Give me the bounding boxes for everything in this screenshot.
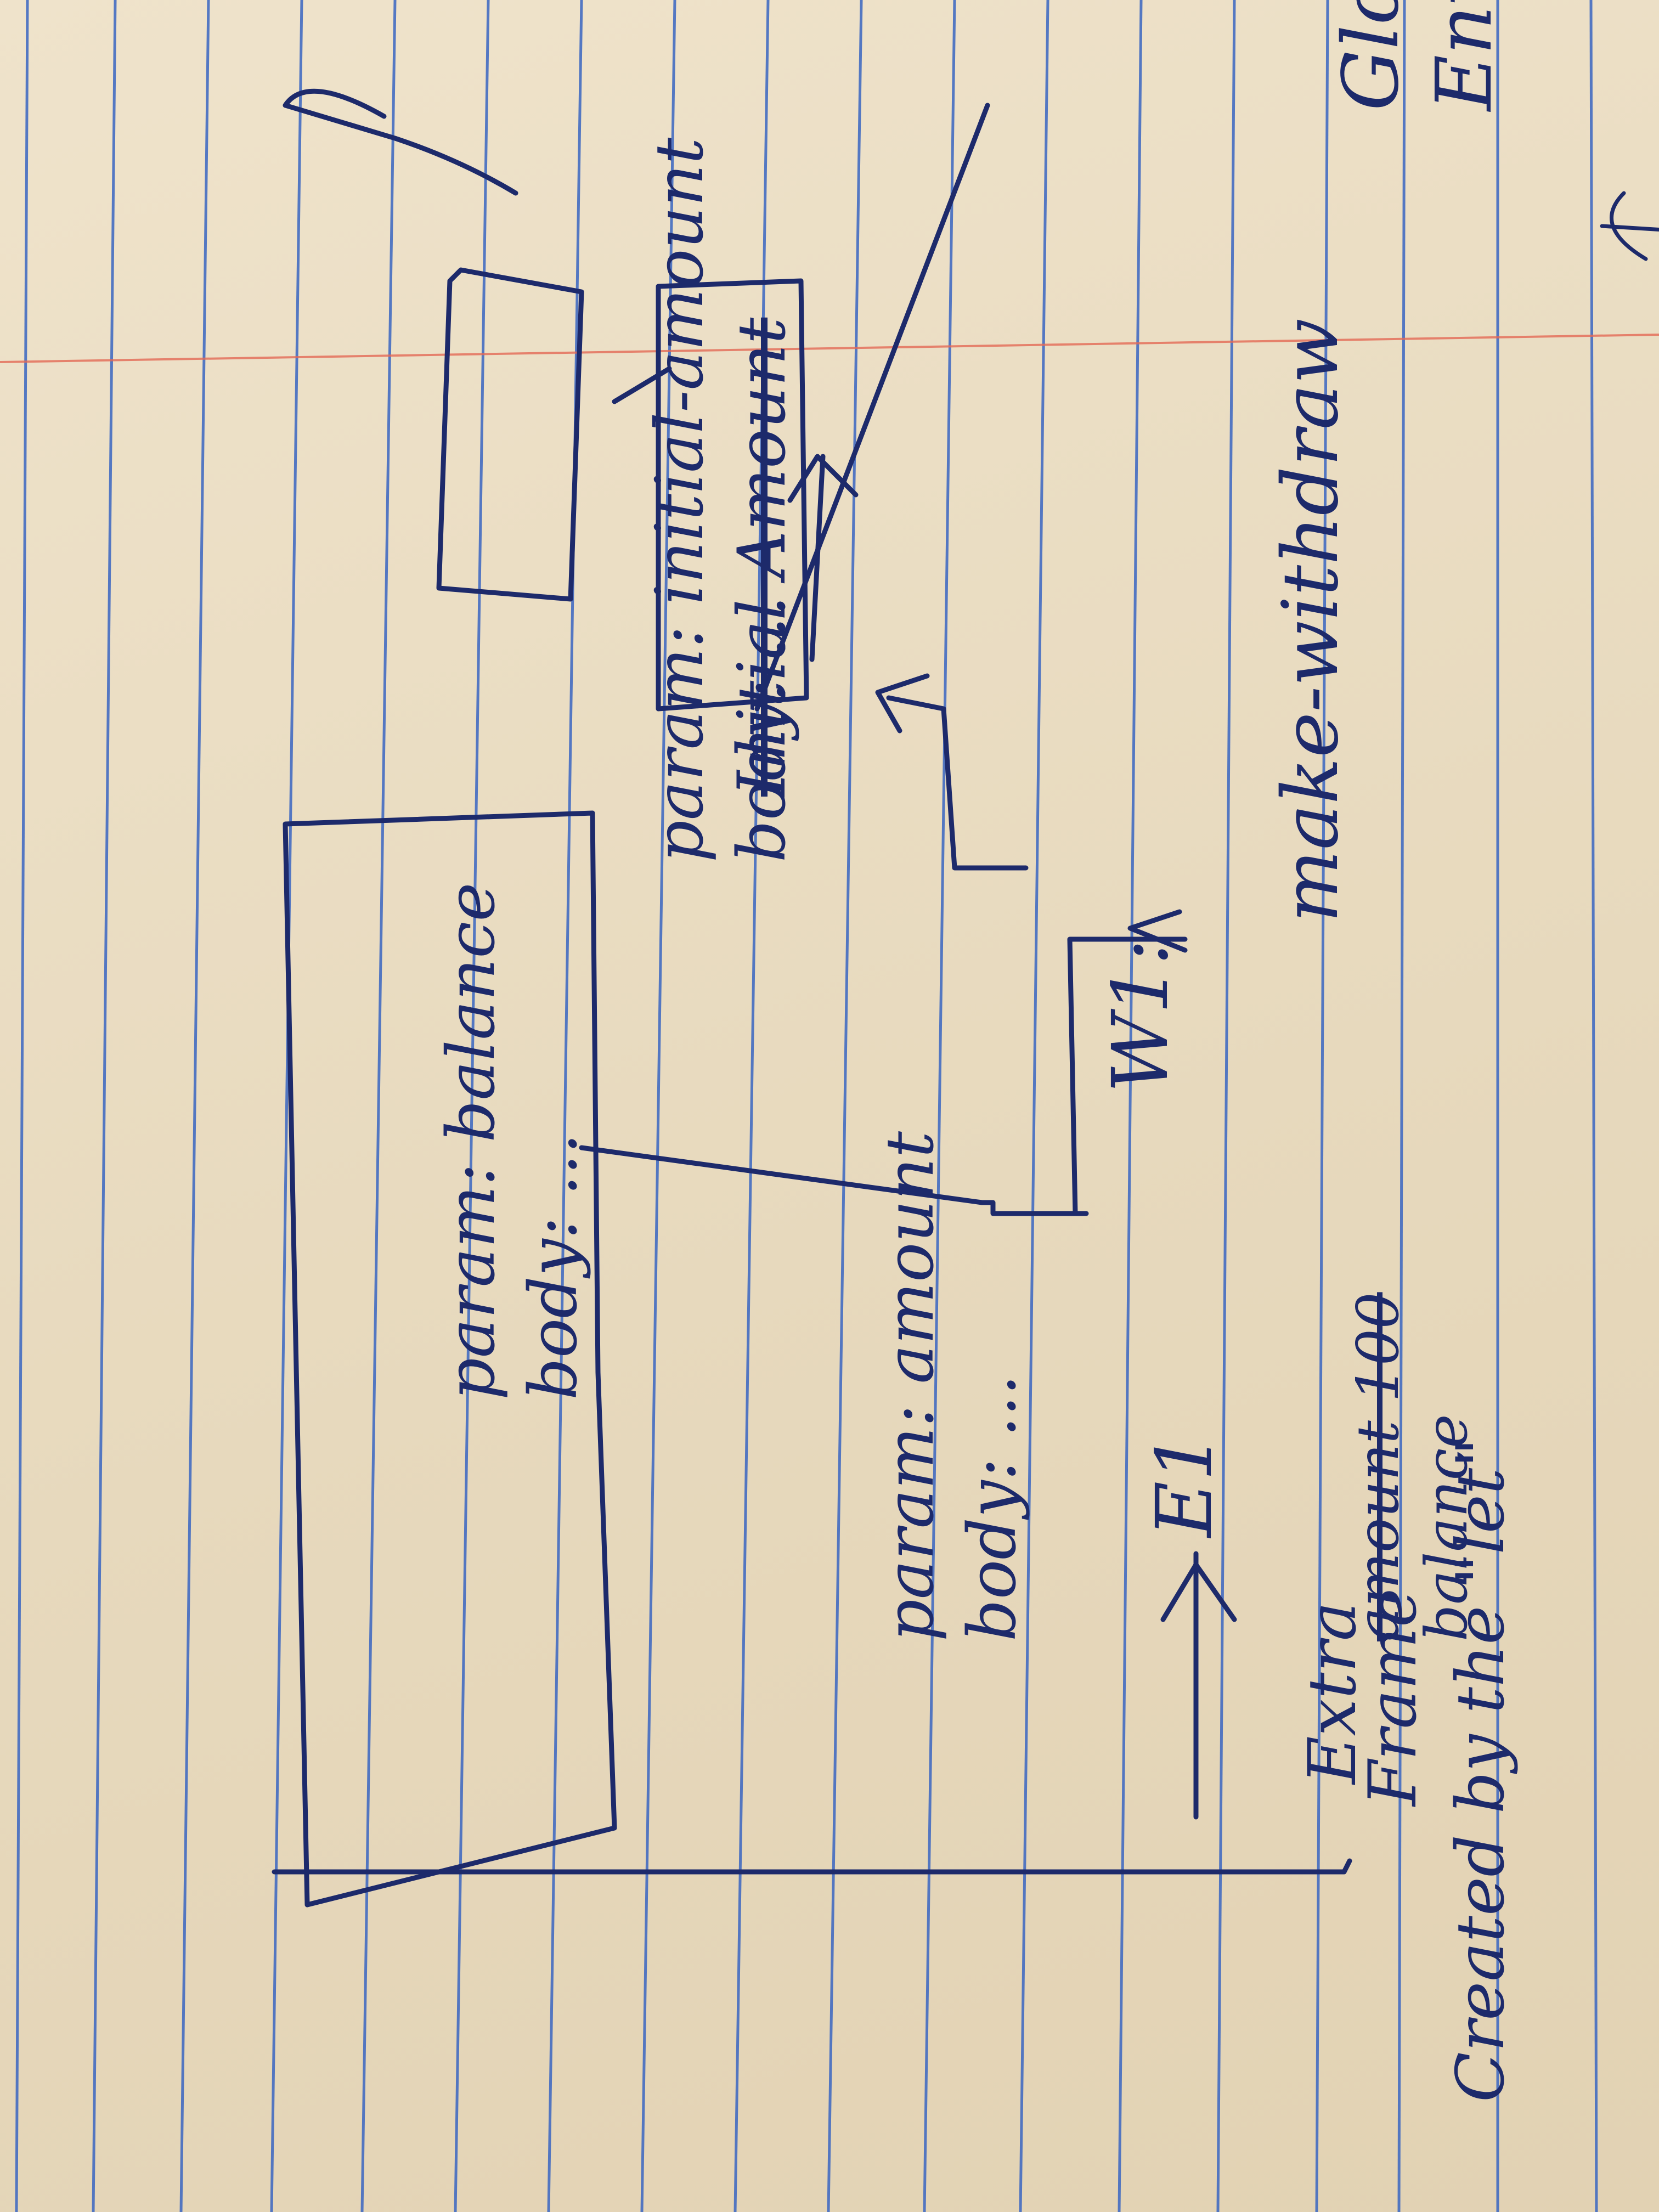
global-env-line2: Env <box>1420 0 1509 111</box>
procedure-object-initial: param: initial-amount body: ... <box>642 137 800 862</box>
w1-arrow <box>579 1145 1089 1216</box>
w1-binding: W1: <box>1096 939 1186 1093</box>
extra-frame-note-3: Created by the "let" <box>1443 1437 1519 2102</box>
w1-pointer <box>1067 909 1188 1216</box>
memo-squiggle <box>283 88 518 196</box>
procedure-object-balance: param: balance body: ... <box>433 882 592 1400</box>
extra-frame-box <box>656 278 809 712</box>
proc1-body: body: ... <box>724 595 800 862</box>
make-withdraw-binding: make-withdraw <box>1266 318 1356 923</box>
frame-top-bracket <box>272 1858 1352 1875</box>
proc2-connector <box>875 673 1029 871</box>
procedure-object-amount: param: amount body: ... <box>872 1131 1031 1641</box>
proc2-body: body: ... <box>516 1133 592 1400</box>
proc3-body: body: ... <box>955 1374 1031 1641</box>
e1-label: E1 <box>1140 1432 1229 1537</box>
extra-link <box>612 366 672 404</box>
global-frame-box <box>283 810 617 1908</box>
global-top-arrow <box>1600 191 1659 261</box>
extra-frame-line2: Frame <box>1355 1588 1431 1806</box>
global-env-line1: Global <box>1327 0 1416 111</box>
proc1-crossout <box>754 103 990 712</box>
proc2-param: param: balance <box>433 882 510 1400</box>
proc1-param: param: initial-amount <box>642 137 718 862</box>
proc3-param: param: amount <box>872 1131 949 1641</box>
extra-frame-note-2: Frame <box>1355 1588 1431 1806</box>
extra-frame-line3: Created by the "let" <box>1443 1437 1519 2102</box>
e1-box <box>436 267 584 602</box>
global-env-label: Global Env <box>1327 0 1509 111</box>
make-withdraw-arrow <box>1160 1551 1237 1820</box>
